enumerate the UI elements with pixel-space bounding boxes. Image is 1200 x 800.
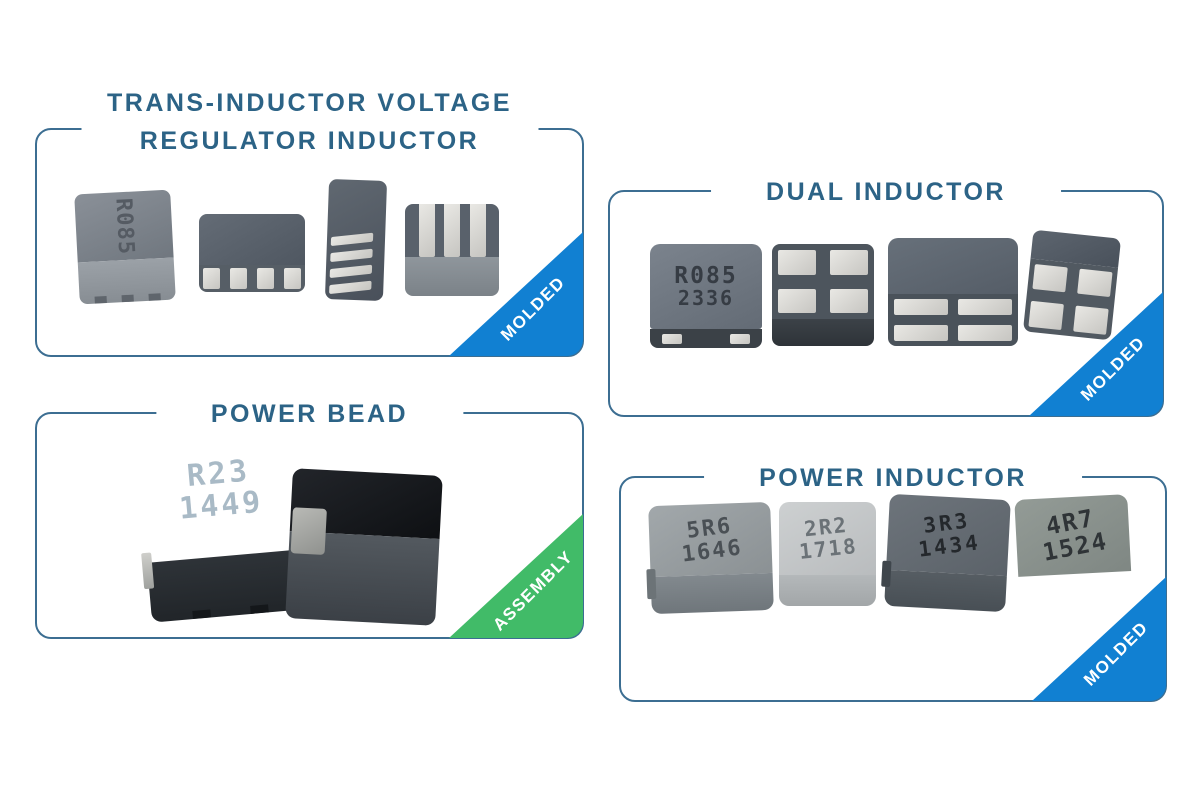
chip-front-face [405,257,499,296]
terminal-stripe [330,232,374,247]
chip-top-face: 4R7 1524 [1014,494,1132,577]
inductor-photo: 5R6 1646 [646,501,774,615]
chip-marking: R085 [109,197,138,256]
chip-top-face: R23 1449 [138,451,304,562]
terminal-pad [1073,305,1109,335]
inductor-photo [405,204,499,296]
chip-side-face [324,179,388,301]
chip-top-face: R085 [74,189,174,263]
inductor-photo [772,244,874,346]
panel-dual-inductor: DUAL INDUCTOR R085 2336 [608,175,1164,417]
panel-title-line: POWER BEAD [210,400,409,428]
inductor-photo: 2R2 1718 [779,502,876,606]
terminal-pad [894,299,948,316]
side-terminal [646,568,657,599]
terminal-pad [662,333,682,344]
chip-top-face [405,204,499,258]
terminal-pad [418,204,435,258]
inductor-photo: R085 [74,189,176,305]
panel-title-line: POWER INDUCTOR [759,464,1027,492]
chip-top-face: R085 2336 [650,244,762,330]
clamp-terminal [290,507,327,555]
chip-marking: 5R6 1646 [679,512,744,568]
chip-front-face [884,569,1007,613]
inductor-photo: R23 1449 [138,451,310,623]
inductor-photo [888,238,1018,346]
panel-title-line: TRANS-INDUCTOR VOLTAGE [107,89,512,117]
terminal-pad [444,204,460,258]
chip-marking: 2R2 1718 [798,513,860,565]
chip-top-face [888,238,1018,295]
chip-top-face [199,214,305,266]
terminal-stripe [329,264,373,279]
chip-notch [191,609,211,620]
inductor-photo [199,214,305,292]
inductor-photo [285,468,443,626]
chip-pad-face [1022,258,1119,341]
terminal-pad [203,268,220,289]
panel-title: POWER BEAD [155,397,464,431]
chip-marking: R085 2336 [674,263,738,311]
side-terminal [881,560,892,588]
panel-trans-inductor-voltage-regulator: TRANS-INDUCTOR VOLTAGE REGULATOR INDUCTO… [35,84,584,357]
terminal-pad [958,325,1012,341]
panel-power-bead: POWER BEAD R23 1449 ASS [35,397,584,639]
terminal-pad [830,250,868,275]
chip-notch [94,296,107,304]
clamp-terminal [403,495,439,543]
terminal-stripe [330,248,373,263]
chip-marking: 3R3 1434 [917,508,983,562]
chip-bottom-face [650,329,762,348]
chip-pad-face [888,294,1018,346]
chip-top-face: 2R2 1718 [779,502,876,575]
panel-title-line: DUAL INDUCTOR [766,178,1006,206]
chip-front-face [772,319,874,346]
terminal-pad [730,333,750,344]
chip-marking: 4R7 1524 [1040,504,1110,568]
inductor-photo [324,179,388,301]
terminal-pad [958,299,1012,316]
panel-power-inductor: POWER INDUCTOR 5R6 1646 2R2 1718 [619,461,1167,702]
chip-notch [148,293,161,301]
terminal-pad [257,268,274,289]
terminal-pad [894,325,948,341]
assembly-ribbon: ASSEMBLY [449,514,583,638]
ribbon-label: MOLDED [1076,332,1149,405]
chip-marking: R23 1449 [177,453,265,527]
chip-top-face: 3R3 1434 [886,493,1011,577]
chip-notch [121,294,134,303]
ribbon-label: ASSEMBLY [488,546,577,635]
panel-title: TRANS-INDUCTOR VOLTAGE REGULATOR INDUCTO… [81,84,538,160]
terminal-pad [230,268,247,289]
inductor-photo: R085 2336 [650,244,762,348]
chip-front-face [77,257,176,305]
terminal-pad [778,250,816,275]
chip-notch [250,604,270,614]
panel-title: DUAL INDUCTOR [711,175,1061,209]
terminal-pad [778,288,816,314]
terminal-pad [1028,301,1064,331]
panel-title: POWER INDUCTOR [704,461,1082,495]
chip-pad-row [199,265,305,292]
chip-front-face [650,573,774,615]
ribbon-label: MOLDED [1079,617,1152,690]
chip-pad-face [772,244,874,320]
chip-top-face: 5R6 1646 [648,501,773,578]
panel-title-line: REGULATOR INDUCTOR [139,127,480,155]
chip-front-face [779,574,876,606]
inductor-photo: 4R7 1524 [1014,494,1132,607]
terminal-pad [1032,263,1068,293]
terminal-stack [329,226,374,295]
ribbon-label: MOLDED [496,272,569,345]
terminal-stripe [329,280,372,295]
terminal-pad [1077,268,1113,298]
terminal-pad [830,288,868,314]
inductor-photo [1022,229,1122,341]
terminal-pad [284,268,301,289]
inductor-photo: 3R3 1434 [881,493,1011,613]
terminal-pad [469,204,486,258]
chip-front-face [1018,571,1132,607]
